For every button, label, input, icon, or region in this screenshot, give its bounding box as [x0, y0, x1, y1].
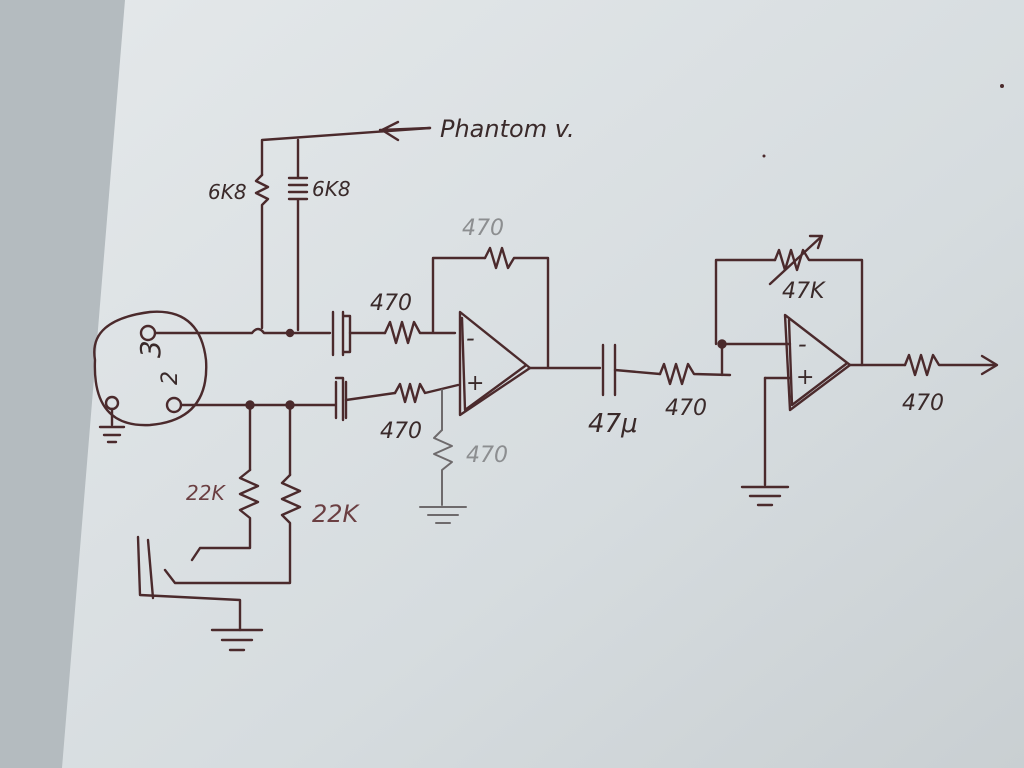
label-r-phantom-2: 6K8 [312, 177, 351, 201]
label-r-bias-2: 22K [312, 500, 361, 528]
xlr-connector-icon [93, 310, 208, 427]
label-phantom: Phantom v. [440, 115, 575, 143]
resistor-icon [287, 176, 309, 332]
label-r-input-pos: 470 [380, 419, 422, 444]
potentiometer-icon [768, 234, 864, 367]
resistor-icon [383, 320, 457, 345]
resistor-icon [483, 246, 550, 370]
resistor-icon [393, 382, 460, 404]
label-opamp1-minus: - [466, 324, 475, 352]
arrow-icon [378, 120, 432, 142]
ground-icon [740, 485, 790, 507]
resistor-icon [433, 429, 453, 506]
label-r-feedback-1: 470 [462, 216, 504, 241]
label-r-bias-1: 22K [186, 481, 226, 505]
arrow-icon [980, 354, 999, 376]
label-xlr-pin-3: 3 [134, 340, 167, 358]
resistor-icon [163, 473, 302, 585]
label-opamp1-plus: + [466, 371, 484, 396]
label-r-phantom-1: 6K8 [208, 180, 247, 204]
label-r-pos-ground: 470 [466, 443, 508, 468]
label-r-input-neg: 470 [370, 291, 412, 316]
resistor-icon [658, 362, 732, 386]
resistor-icon [190, 468, 260, 562]
opamp-icon [458, 310, 532, 417]
resistor-icon [903, 353, 997, 377]
label-xlr-pin-2: 2 [158, 371, 183, 385]
label-r-feedback-2: 47K [782, 279, 826, 304]
opamp-icon [783, 313, 852, 412]
label-r-output: 470 [902, 391, 944, 416]
resistor-icon [254, 173, 270, 330]
label-opamp2-plus: + [796, 365, 814, 390]
schematic [93, 84, 1004, 652]
ground-icon [98, 425, 126, 444]
ground-icon [210, 628, 264, 652]
ground-icon [419, 506, 467, 524]
label-r-stage2-in: 470 [665, 396, 707, 421]
label-opamp2-minus: - [798, 330, 807, 358]
label-cap-coupling: 47μ [588, 409, 638, 439]
